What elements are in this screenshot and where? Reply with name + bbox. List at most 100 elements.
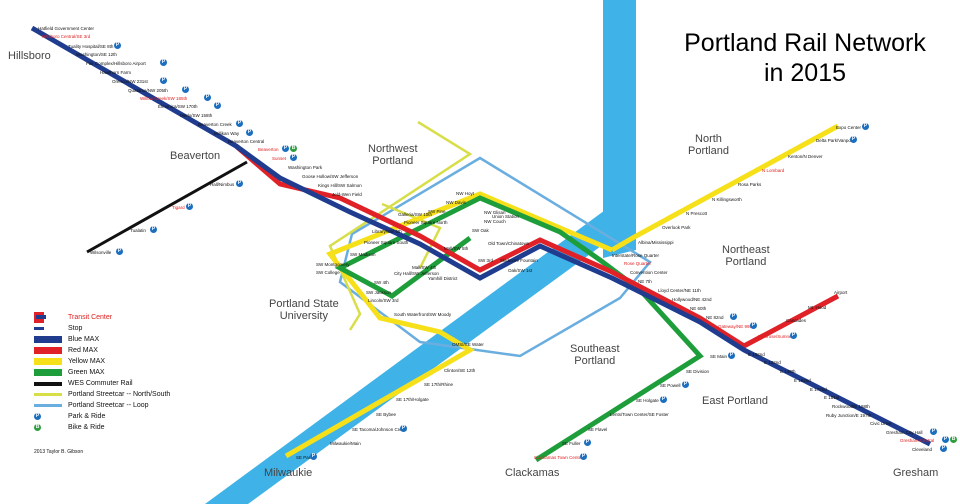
station-ne-60th[interactable]: NE 60th	[690, 306, 707, 311]
station-se-holgate[interactable]: SE Holgate	[636, 398, 659, 403]
station-sw-3rd[interactable]: SW 3rd	[478, 258, 494, 263]
station-delta-park[interactable]: Delta Park/Vanport	[816, 138, 854, 143]
station-se-division[interactable]: SE Division	[686, 369, 710, 374]
station-milwaukie-main[interactable]: Milwaukie/Main	[330, 441, 361, 446]
station-pioneer-sq-north[interactable]: Pioneer Square North	[404, 220, 448, 225]
station-lincoln[interactable]: Lincoln/SW 3rd	[368, 298, 399, 303]
station-ne-82nd[interactable]: NE 82nd	[706, 315, 724, 320]
station-sunset[interactable]: Sunset	[272, 156, 287, 161]
station-yamhill[interactable]: Yamhill District	[428, 276, 458, 281]
station-pioneer-sq-south[interactable]: Pioneer Square South	[364, 240, 409, 245]
station-se-flavel[interactable]: SE Flavel	[588, 427, 608, 432]
station-e-122nd[interactable]: E 122nd	[764, 360, 781, 365]
station-expo[interactable]: Expo Center	[836, 125, 862, 130]
station-e-162nd[interactable]: E 162nd	[794, 378, 811, 383]
station-se-bybee[interactable]: SE Bybee	[376, 412, 397, 417]
station-elmonica[interactable]: Elmonica/SW 170th	[158, 104, 198, 109]
station-cleveland[interactable]: Cleveland	[912, 447, 933, 452]
station-se-fuller[interactable]: SE Fuller	[562, 441, 581, 446]
station-hatfield[interactable]: Hatfield Government Center	[38, 26, 95, 31]
station-airport[interactable]: Airport	[834, 290, 848, 295]
station-tuality[interactable]: Tuality Hospital/SE 8th	[68, 44, 114, 49]
station-nw-davis[interactable]: NW Davis	[446, 200, 466, 205]
station-civic[interactable]: Civic Drive	[870, 421, 892, 426]
station-quatama[interactable]: Quatama/NW 205th	[128, 88, 168, 93]
station-fair-complex[interactable]: Fair Complex/Hillsboro Airport	[86, 61, 146, 66]
station-e-102nd[interactable]: E 102nd	[748, 352, 765, 357]
station-rosa-parks[interactable]: Rosa Parks	[738, 182, 762, 187]
station-skidmore[interactable]: Skidmore Fountain	[500, 258, 538, 263]
station-se-powell[interactable]: SE Powell	[660, 383, 681, 388]
station-old-town[interactable]: Old Town/Chinatown	[488, 241, 530, 246]
station-kings-hill[interactable]: Kings Hill/SW Salmon	[318, 183, 362, 188]
station-albina[interactable]: Albina/Mississippi	[638, 240, 674, 245]
station-lloyd[interactable]: Lloyd Center/NE 11th	[658, 288, 701, 293]
station-nw-hoyt[interactable]: NW Hoyt	[456, 191, 474, 196]
station-n-killingsworth[interactable]: N Killingsworth	[712, 197, 742, 202]
station-ruby-junction[interactable]: Ruby Junction/E 197th	[826, 413, 872, 418]
station-sw-montgomery[interactable]: SW Montgomery	[316, 262, 350, 267]
station-cascades[interactable]: Cascades	[786, 318, 807, 323]
station-interstate-rose[interactable]: Interstate/Rose Quarter	[612, 253, 660, 258]
station-sw-oak[interactable]: SW Oak	[472, 228, 489, 233]
station-n-lombard[interactable]: N Lombard	[762, 168, 785, 173]
station-overlook[interactable]: Overlook Park	[662, 225, 691, 230]
station-kenton[interactable]: Kenton/N Denver	[788, 154, 823, 159]
station-se-17th-holgate[interactable]: SE 17th/Holgate	[396, 397, 429, 402]
station-tigard[interactable]: Tigard	[172, 205, 185, 210]
station-washington-12th[interactable]: Washington/SE 12th	[76, 52, 117, 57]
station-oak-1st[interactable]: Oak/SW 1st	[508, 268, 533, 273]
station-union-station[interactable]: Union Station	[492, 214, 520, 219]
station-gresham-central[interactable]: Gresham Central	[900, 438, 935, 443]
station-beaverton-creek[interactable]: Beaverton Creek	[198, 122, 232, 127]
station-se-main[interactable]: SE Main	[710, 354, 728, 359]
station-nw-couch[interactable]: NW Couch	[484, 219, 506, 224]
station-se-park[interactable]: SE Park	[296, 455, 313, 460]
station-parkrose[interactable]: Parkrose/Sumner	[758, 334, 794, 339]
station-hawthorn[interactable]: Hawthorn Farm	[100, 70, 132, 75]
station-e-148th[interactable]: E 148th	[780, 369, 796, 374]
station-rockwood[interactable]: Rockwood/E 188th	[832, 404, 870, 409]
station-n-prescott[interactable]: N Prescott	[686, 211, 708, 216]
station-merlo[interactable]: Merlo/SW 158th	[180, 113, 213, 118]
station-clackamas-tc[interactable]: Clackamas Town Center	[534, 455, 583, 460]
station-goose-hollow[interactable]: Goose Hollow/SW Jefferson	[302, 174, 359, 179]
station-gateway[interactable]: Gateway/NE 99th	[718, 324, 754, 329]
station-sw-4th[interactable]: SW 4th	[374, 280, 389, 285]
station-lents[interactable]: Lents/Town Center/SE Foster	[610, 412, 669, 417]
station-hall-nimbus[interactable]: Hall/Nimbus	[210, 182, 235, 187]
station-mall-5th[interactable]: Mall/SW 5th	[444, 246, 469, 251]
station-sw-madison[interactable]: SW Madison	[350, 252, 376, 257]
station-tualatin[interactable]: Tualatin	[130, 228, 146, 233]
station-e-172nd[interactable]: E 172nd	[810, 387, 827, 392]
station-se-17th-rhine[interactable]: SE 17th/Rhine	[424, 382, 454, 387]
station-gresham-city-hall[interactable]: Gresham City Hall	[886, 430, 923, 435]
station-willow-creek[interactable]: Willow Creek/SW 185th	[140, 96, 188, 101]
station-e-181st[interactable]: E 181st	[824, 395, 840, 400]
station-mall-4th[interactable]: Mall/SW 4th	[412, 265, 437, 270]
station-sw-pine[interactable]: SW Pine	[428, 209, 446, 214]
station-hollywood[interactable]: Hollywood/NE 42nd	[672, 297, 712, 302]
station-wilsonville[interactable]: Wilsonville	[90, 250, 112, 255]
station-hillsboro-central[interactable]: Hillsboro Central/SE 3rd	[42, 34, 91, 39]
station-nw-glisan[interactable]: NW Glisan	[484, 210, 506, 215]
station-rose-quarter[interactable]: Rose Quarter	[624, 261, 652, 266]
station-jeld-wen[interactable]: Jeld-Wen Field	[332, 192, 362, 197]
station-sw-jackson[interactable]: SW Jackson	[366, 290, 392, 295]
station-se-tacoma[interactable]: SE Tacoma/Johnson Creek	[352, 427, 407, 432]
station-beaverton-tc[interactable]: Beaverton	[258, 147, 279, 152]
station-library[interactable]: Library/SW 9th	[372, 229, 402, 234]
station-galleria[interactable]: Galleria/SW 10th	[398, 212, 433, 217]
station-convention[interactable]: Convention Center	[630, 270, 668, 275]
station-washington-park[interactable]: Washington Park	[288, 165, 323, 170]
station-clinton[interactable]: Clinton/SE 12th	[444, 368, 476, 373]
station-mt-hood[interactable]: Mt. Hood	[808, 305, 827, 310]
station-sw-college[interactable]: SW College	[316, 270, 340, 275]
station-orenco[interactable]: Orenco/NW 231st	[112, 79, 148, 84]
station-south-waterfront[interactable]: South Waterfront/SW Moody	[394, 312, 452, 317]
station-omsi[interactable]: OMSI/SE Water	[452, 342, 484, 347]
station-millikan[interactable]: Millikan Way	[214, 131, 240, 136]
station-ne-7th[interactable]: NE 7th	[638, 279, 652, 284]
station-city-hall[interactable]: City Hall/SW Jefferson	[394, 271, 439, 276]
station-beaverton-central[interactable]: Beaverton Central	[228, 139, 265, 144]
